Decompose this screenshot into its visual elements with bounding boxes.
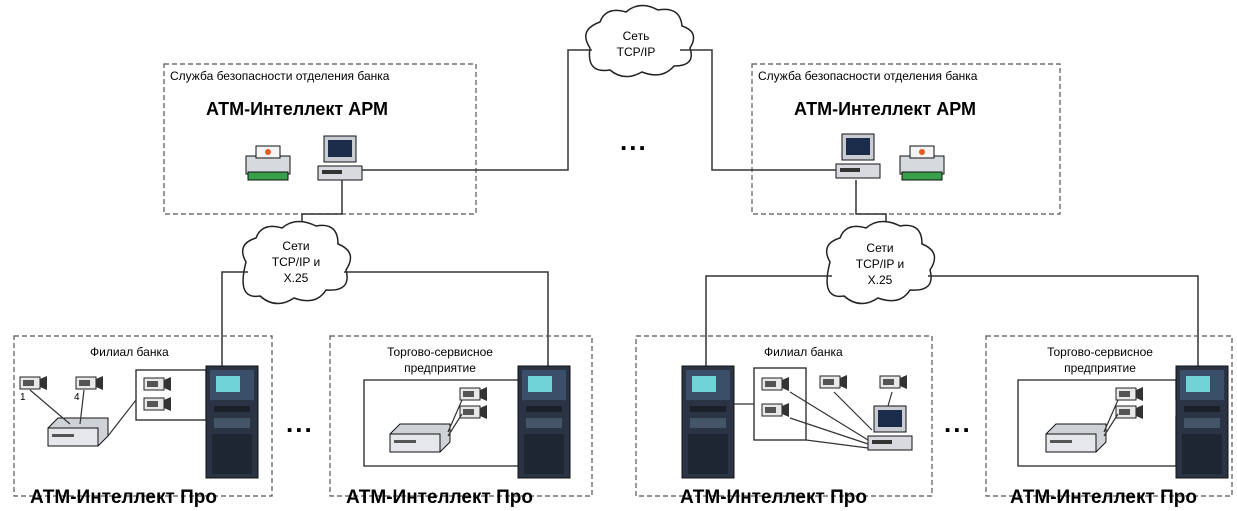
site-caption: Торгово-сервисное предприятие	[1040, 344, 1160, 376]
site-box	[635, 335, 933, 497]
camera-icon	[879, 374, 908, 390]
site-caption: Филиал банка	[90, 345, 169, 359]
link-line	[362, 49, 592, 171]
printer-icon	[245, 145, 291, 181]
dvr-icon	[47, 417, 109, 447]
network-cloud-right	[825, 220, 936, 305]
left-security-box	[163, 63, 477, 215]
site-caption: Филиал банка	[764, 345, 843, 359]
camera-icon	[143, 396, 172, 412]
camera-icon	[819, 374, 848, 390]
site-caption-line1: Торгово-сервисное	[387, 345, 493, 359]
inner-frame	[363, 379, 529, 467]
camera-icon	[19, 375, 48, 391]
site-caption-line2: предприятие	[1064, 361, 1136, 375]
right-cloud-line2: TCP/IP и	[855, 257, 905, 271]
camera-number-label: 4	[74, 392, 80, 403]
right-security-title: АТМ-Интеллект АРМ	[794, 99, 976, 119]
network-cloud-label: Сеть TCP/IP	[606, 28, 666, 60]
left-security-caption: Служба безопасности отделения банка	[170, 69, 390, 83]
left-cloud-line3: X.25	[283, 271, 309, 285]
link-line	[344, 271, 549, 366]
network-cloud-top	[585, 4, 695, 78]
atm-icon	[517, 365, 571, 479]
site-title: АТМ-Интеллект Про	[680, 487, 867, 508]
site-caption-line1: Торгово-сервисное	[1047, 345, 1153, 359]
link-line	[221, 271, 248, 366]
right-ellipsis: ...	[944, 408, 972, 438]
site-caption-line2: предприятие	[404, 361, 476, 375]
network-cloud-left	[241, 220, 352, 305]
network-cloud-line2: TCP/IP	[616, 45, 656, 59]
camera-icon	[1115, 386, 1144, 402]
camera-icon	[143, 376, 172, 392]
left-cloud-line1: Сети	[282, 239, 310, 253]
dvr-icon	[389, 423, 451, 453]
link-line	[705, 275, 832, 366]
camera-icon	[761, 402, 790, 418]
camera-icon	[1115, 404, 1144, 420]
left-cloud-line2: TCP/IP и	[271, 255, 321, 269]
inner-frame	[1017, 379, 1185, 467]
camera-icon	[459, 404, 488, 420]
dvr-icon	[1045, 423, 1107, 453]
left-cloud-label: Сети TCP/IP и X.25	[262, 238, 330, 286]
site-box	[13, 335, 273, 497]
site-caption: Торгово-сервисное предприятие	[380, 344, 500, 376]
network-cloud-line1: Сеть	[622, 29, 650, 43]
link-line	[680, 49, 836, 171]
right-cloud-label: Сети TCP/IP и X.25	[846, 240, 914, 288]
right-security-box	[751, 63, 1061, 215]
atm-icon	[681, 365, 735, 479]
camera-icon	[459, 386, 488, 402]
workstation-icon	[835, 133, 881, 179]
camera-icon	[761, 376, 790, 392]
workstation-icon	[317, 135, 363, 181]
printer-icon	[899, 145, 945, 181]
atm-icon	[205, 365, 259, 479]
camera-number-label: 1	[20, 392, 26, 403]
top-ellipsis: ...	[620, 126, 648, 156]
site-title: АТМ-Интеллект Про	[30, 487, 217, 508]
left-ellipsis: ...	[286, 408, 314, 438]
right-cloud-line3: X.25	[867, 273, 893, 287]
left-security-title: АТМ-Интеллект АРМ	[206, 99, 388, 119]
site-title: АТМ-Интеллект Про	[346, 487, 533, 508]
site-title: АТМ-Интеллект Про	[1010, 487, 1197, 508]
atm-icon	[1175, 365, 1229, 479]
site-box	[329, 335, 593, 497]
site-box	[985, 335, 1233, 497]
right-security-caption: Служба безопасности отделения банка	[758, 69, 978, 83]
right-cloud-line1: Сети	[866, 241, 894, 255]
workstation-icon	[867, 405, 913, 451]
camera-icon	[75, 375, 104, 391]
